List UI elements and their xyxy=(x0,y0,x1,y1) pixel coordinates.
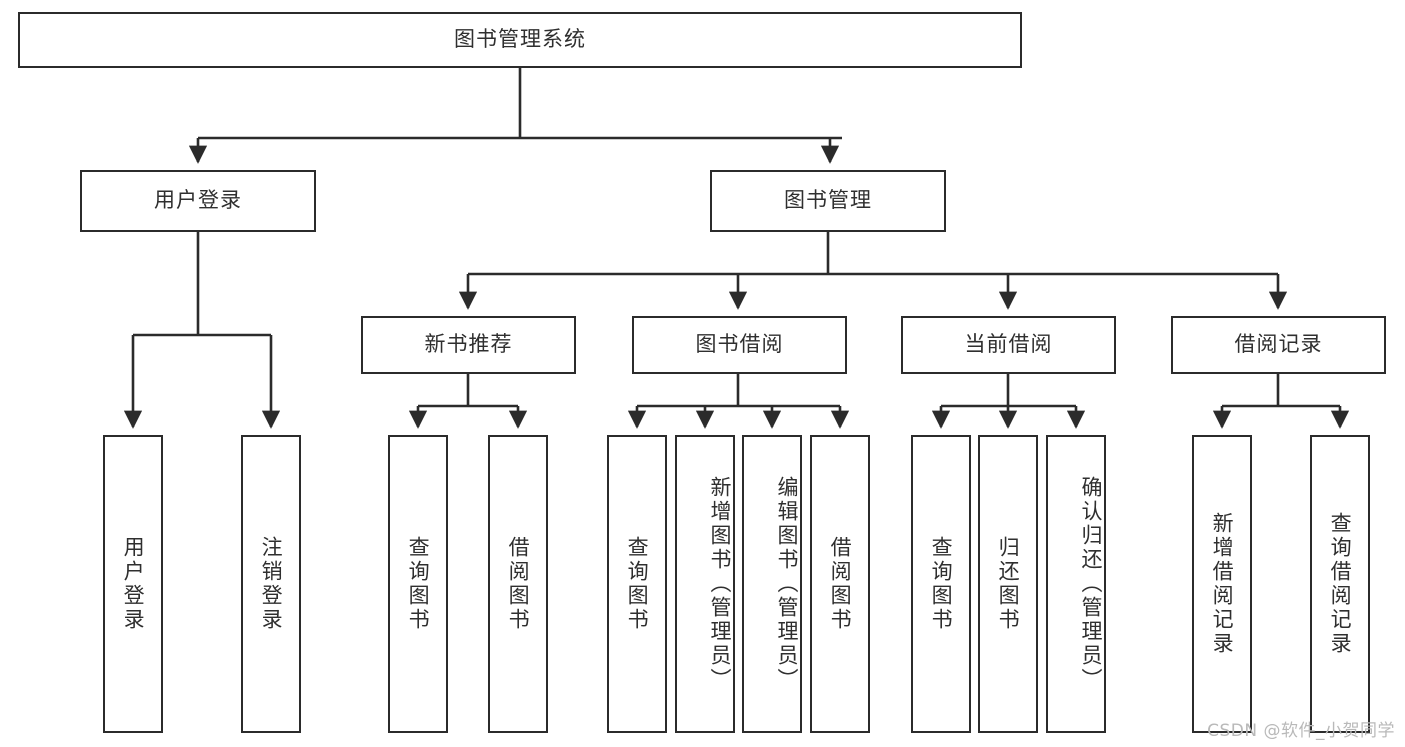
node-root[interactable]: 图书管理系统 xyxy=(18,12,1022,68)
node-new-book-recommend[interactable]: 新书推荐 xyxy=(361,316,576,374)
leaf-user-login[interactable]: 用户登录 xyxy=(103,435,163,733)
leaf-borrow-book-recommend[interactable]: 借阅图书 xyxy=(488,435,548,733)
node-user-login[interactable]: 用户登录 xyxy=(80,170,316,232)
watermark: CSDN @软件_小贺同学 xyxy=(1207,721,1395,741)
leaf-logout[interactable]: 注销登录 xyxy=(241,435,301,733)
leaf-query-book-borrow[interactable]: 查询图书 xyxy=(607,435,667,733)
leaf-borrow-book[interactable]: 借阅图书 xyxy=(810,435,870,733)
leaf-add-book-admin[interactable]: 新增图书（管理员） xyxy=(675,435,735,733)
leaf-edit-book-admin[interactable]: 编辑图书（管理员） xyxy=(742,435,802,733)
leaf-query-book-current[interactable]: 查询图书 xyxy=(911,435,971,733)
node-book-borrow[interactable]: 图书借阅 xyxy=(632,316,847,374)
leaf-return-book[interactable]: 归还图书 xyxy=(978,435,1038,733)
node-book-management[interactable]: 图书管理 xyxy=(710,170,946,232)
leaf-add-borrow-record[interactable]: 新增借阅记录 xyxy=(1192,435,1252,733)
node-borrow-record[interactable]: 借阅记录 xyxy=(1171,316,1386,374)
leaf-confirm-return-admin[interactable]: 确认归还（管理员） xyxy=(1046,435,1106,733)
leaf-query-borrow-record[interactable]: 查询借阅记录 xyxy=(1310,435,1370,733)
node-current-borrow[interactable]: 当前借阅 xyxy=(901,316,1116,374)
leaf-query-book-recommend[interactable]: 查询图书 xyxy=(388,435,448,733)
